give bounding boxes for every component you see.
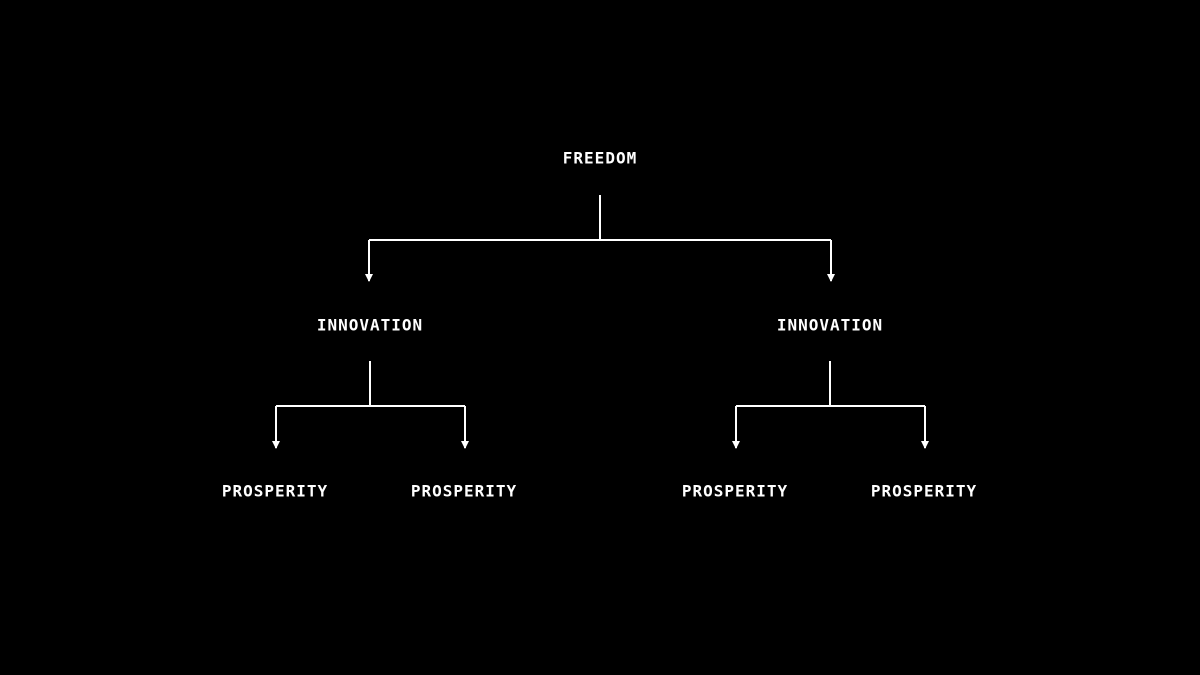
node-prosperity-4: PROSPERITY (870, 481, 978, 501)
connector-root (365, 195, 835, 282)
node-innovation-right: INNOVATION (776, 315, 884, 335)
node-root: FREEDOM (562, 148, 638, 168)
node-prosperity-1: PROSPERITY (221, 481, 329, 501)
connector-innovation-left (272, 361, 469, 449)
node-innovation-left: INNOVATION (316, 315, 424, 335)
node-prosperity-3: PROSPERITY (681, 481, 789, 501)
connector-innovation-right (732, 361, 929, 449)
node-prosperity-2: PROSPERITY (410, 481, 518, 501)
